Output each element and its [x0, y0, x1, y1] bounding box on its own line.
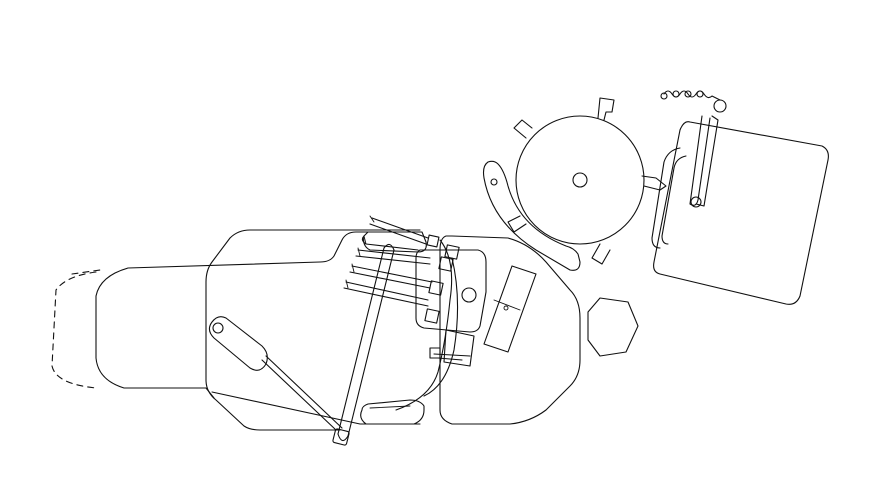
upper-armrest: [363, 231, 427, 253]
chair-foot-section: [51, 231, 421, 389]
coiled-cord: [660, 90, 721, 101]
spittoon-bowl: [587, 297, 639, 357]
lever-handle: [208, 316, 343, 431]
side-cabinet: [651, 99, 829, 305]
instrument-table-round: [482, 97, 667, 271]
chair-backrest: [415, 235, 581, 425]
instrument-hoses: [343, 215, 475, 411]
bottom-pad: [360, 399, 425, 425]
delivery-arm: [332, 243, 395, 446]
